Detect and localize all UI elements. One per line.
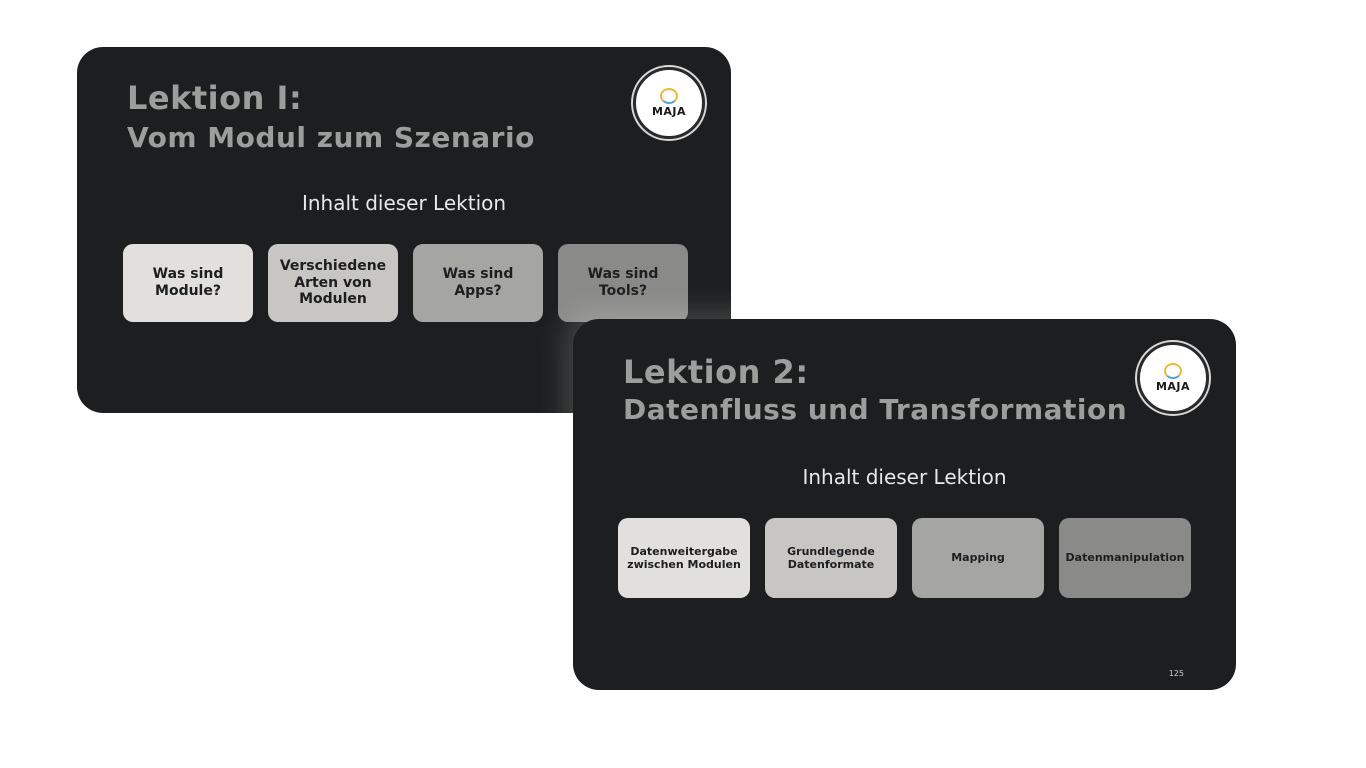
maja-logo-icon: MAJA	[633, 67, 705, 139]
topic-box-datenformate[interactable]: Grundlegende Datenformate	[765, 518, 897, 598]
topic-box-apps[interactable]: Was sind Apps?	[413, 244, 543, 322]
topic-box-datenweitergabe[interactable]: Datenweitergabe zwischen Modulen	[618, 518, 750, 598]
slide-title: Lektion I:	[127, 79, 303, 117]
lesson-content-heading: Inhalt dieser Lektion	[301, 191, 507, 215]
lesson-content-heading: Inhalt dieser Lektion	[802, 465, 1007, 489]
slide-title: Lektion 2:	[623, 353, 809, 391]
topic-box-datenmanipulation[interactable]: Datenmanipulation	[1059, 518, 1191, 598]
topic-box-mapping[interactable]: Mapping	[912, 518, 1044, 598]
logo-text: MAJA	[1155, 380, 1191, 393]
logo-mark-icon	[660, 88, 678, 104]
topic-box-module[interactable]: Was sind Module?	[123, 244, 253, 322]
topic-box-tools[interactable]: Was sind Tools?	[558, 244, 688, 322]
topic-box-row: Datenweitergabe zwischen Modulen Grundle…	[618, 518, 1191, 598]
logo-text: MAJA	[651, 105, 687, 118]
maja-logo-icon: MAJA	[1137, 342, 1209, 414]
topic-box-row: Was sind Module? Verschiedene Arten von …	[123, 244, 688, 322]
slide-subtitle-heading: Datenfluss und Transformation	[623, 393, 1128, 426]
topic-box-modul-arten[interactable]: Verschiedene Arten von Modulen	[268, 244, 398, 322]
slide-lektion-2[interactable]: Lektion 2: Datenfluss und Transformation…	[573, 319, 1236, 690]
logo-mark-icon	[1164, 363, 1182, 379]
page-number: 125	[1168, 669, 1184, 678]
slide-lektion-1[interactable]: Lektion I: Vom Modul zum Szenario MAJA I…	[77, 47, 731, 413]
slide-subtitle-heading: Vom Modul zum Szenario	[127, 121, 535, 154]
